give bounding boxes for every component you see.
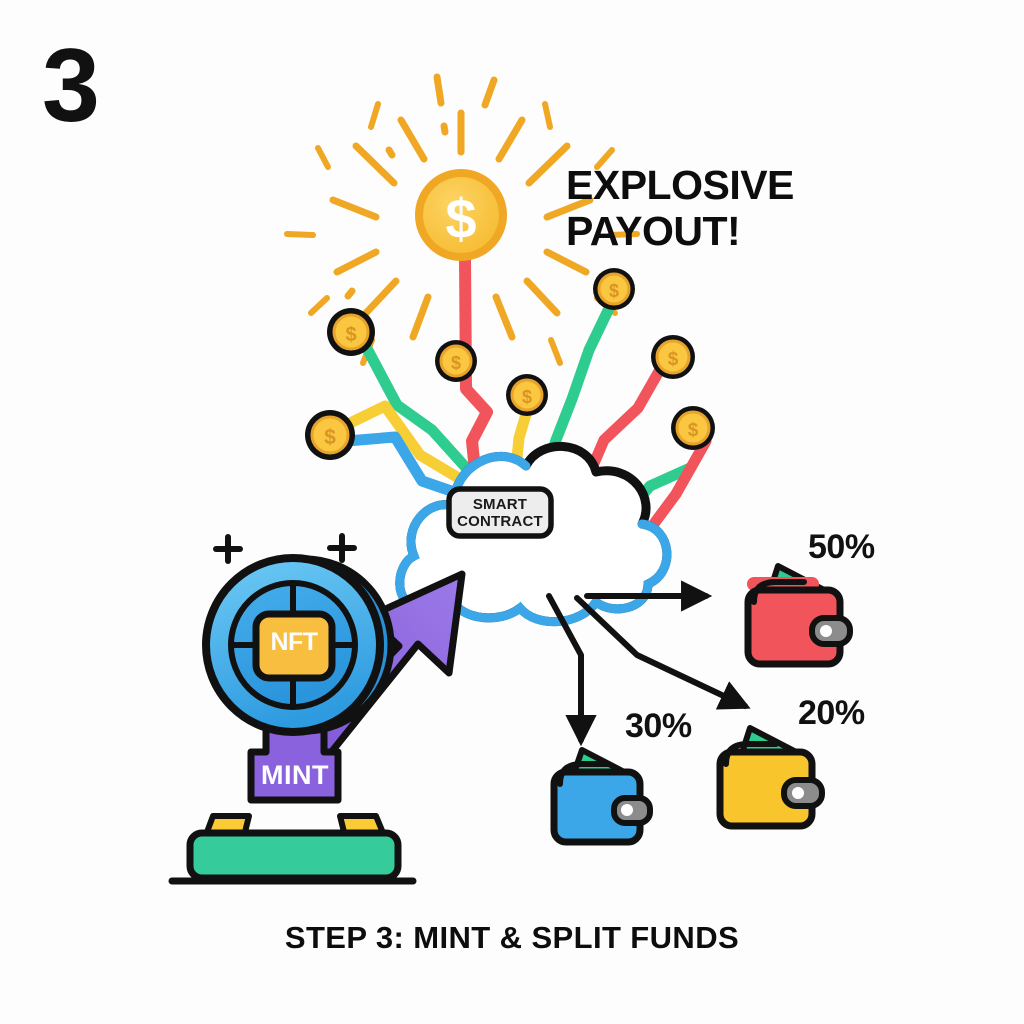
sun-dollar-coin: $ (415, 169, 507, 261)
wallet-red-clasp-dot (820, 625, 832, 637)
wallet-yellow-top-fold (723, 741, 779, 767)
wallet-red-top-fold (751, 579, 807, 605)
svg-text:$: $ (668, 349, 679, 370)
distribution-arrows (546, 580, 751, 747)
nft-mint-machine[interactable] (168, 533, 417, 885)
nft-badge[interactable] (252, 610, 336, 682)
headline: EXPLOSIVE PAYOUT! (566, 162, 866, 255)
wallet-yellow-percent: 20% (798, 694, 865, 732)
wallet-blue-top-fold (557, 761, 611, 787)
wallet-blue[interactable] (550, 747, 653, 846)
arrow-to-yellow-wallet (574, 595, 751, 710)
svg-text:$: $ (609, 281, 619, 301)
payout-coin-2: $ (305, 410, 355, 460)
svg-text:$: $ (345, 324, 356, 346)
svg-text:$: $ (451, 353, 461, 373)
cloud-inner-highlight-right (447, 519, 672, 626)
smart-contract-badge[interactable] (446, 486, 554, 539)
step-number: 3 (42, 28, 100, 144)
payout-coin-5: $ (593, 268, 635, 310)
wallet-red[interactable] (744, 563, 853, 668)
cloud-inner-highlight (395, 452, 531, 611)
caption: STEP 3: MINT & SPLIT FUNDS (284, 920, 740, 955)
svg-text:$: $ (522, 387, 532, 407)
burst-line-green-left (357, 335, 483, 486)
wallet-blue-percent: 30% (625, 707, 692, 745)
payout-coin-1: $ (327, 308, 375, 356)
svg-text:$: $ (445, 187, 476, 250)
headline-line-2: PAYOUT! (566, 207, 741, 254)
svg-text:$: $ (688, 420, 699, 441)
arrow-to-blue-wallet (546, 593, 597, 747)
payout-coin-4: $ (506, 374, 548, 416)
payout-coin-6: $ (651, 335, 695, 379)
plus-sign-left (213, 534, 243, 564)
wallet-yellow[interactable] (716, 725, 825, 830)
wallet-blue-clasp-dot (621, 804, 633, 816)
payout-coins-group: $ $ $ $ $ (305, 268, 715, 460)
machine-base (186, 829, 402, 882)
burst-line-yellow-left (338, 400, 488, 498)
payout-coin-3: $ (435, 340, 477, 382)
smart-contract-cloud[interactable] (395, 441, 672, 626)
headline-line-1: EXPLOSIVE (566, 162, 794, 208)
payout-coin-7: $ (671, 406, 715, 450)
plus-sign-right (327, 533, 357, 563)
svg-text:$: $ (324, 426, 336, 449)
wallet-red-percent: 50% (808, 528, 875, 566)
wallet-yellow-clasp-dot (792, 787, 804, 799)
